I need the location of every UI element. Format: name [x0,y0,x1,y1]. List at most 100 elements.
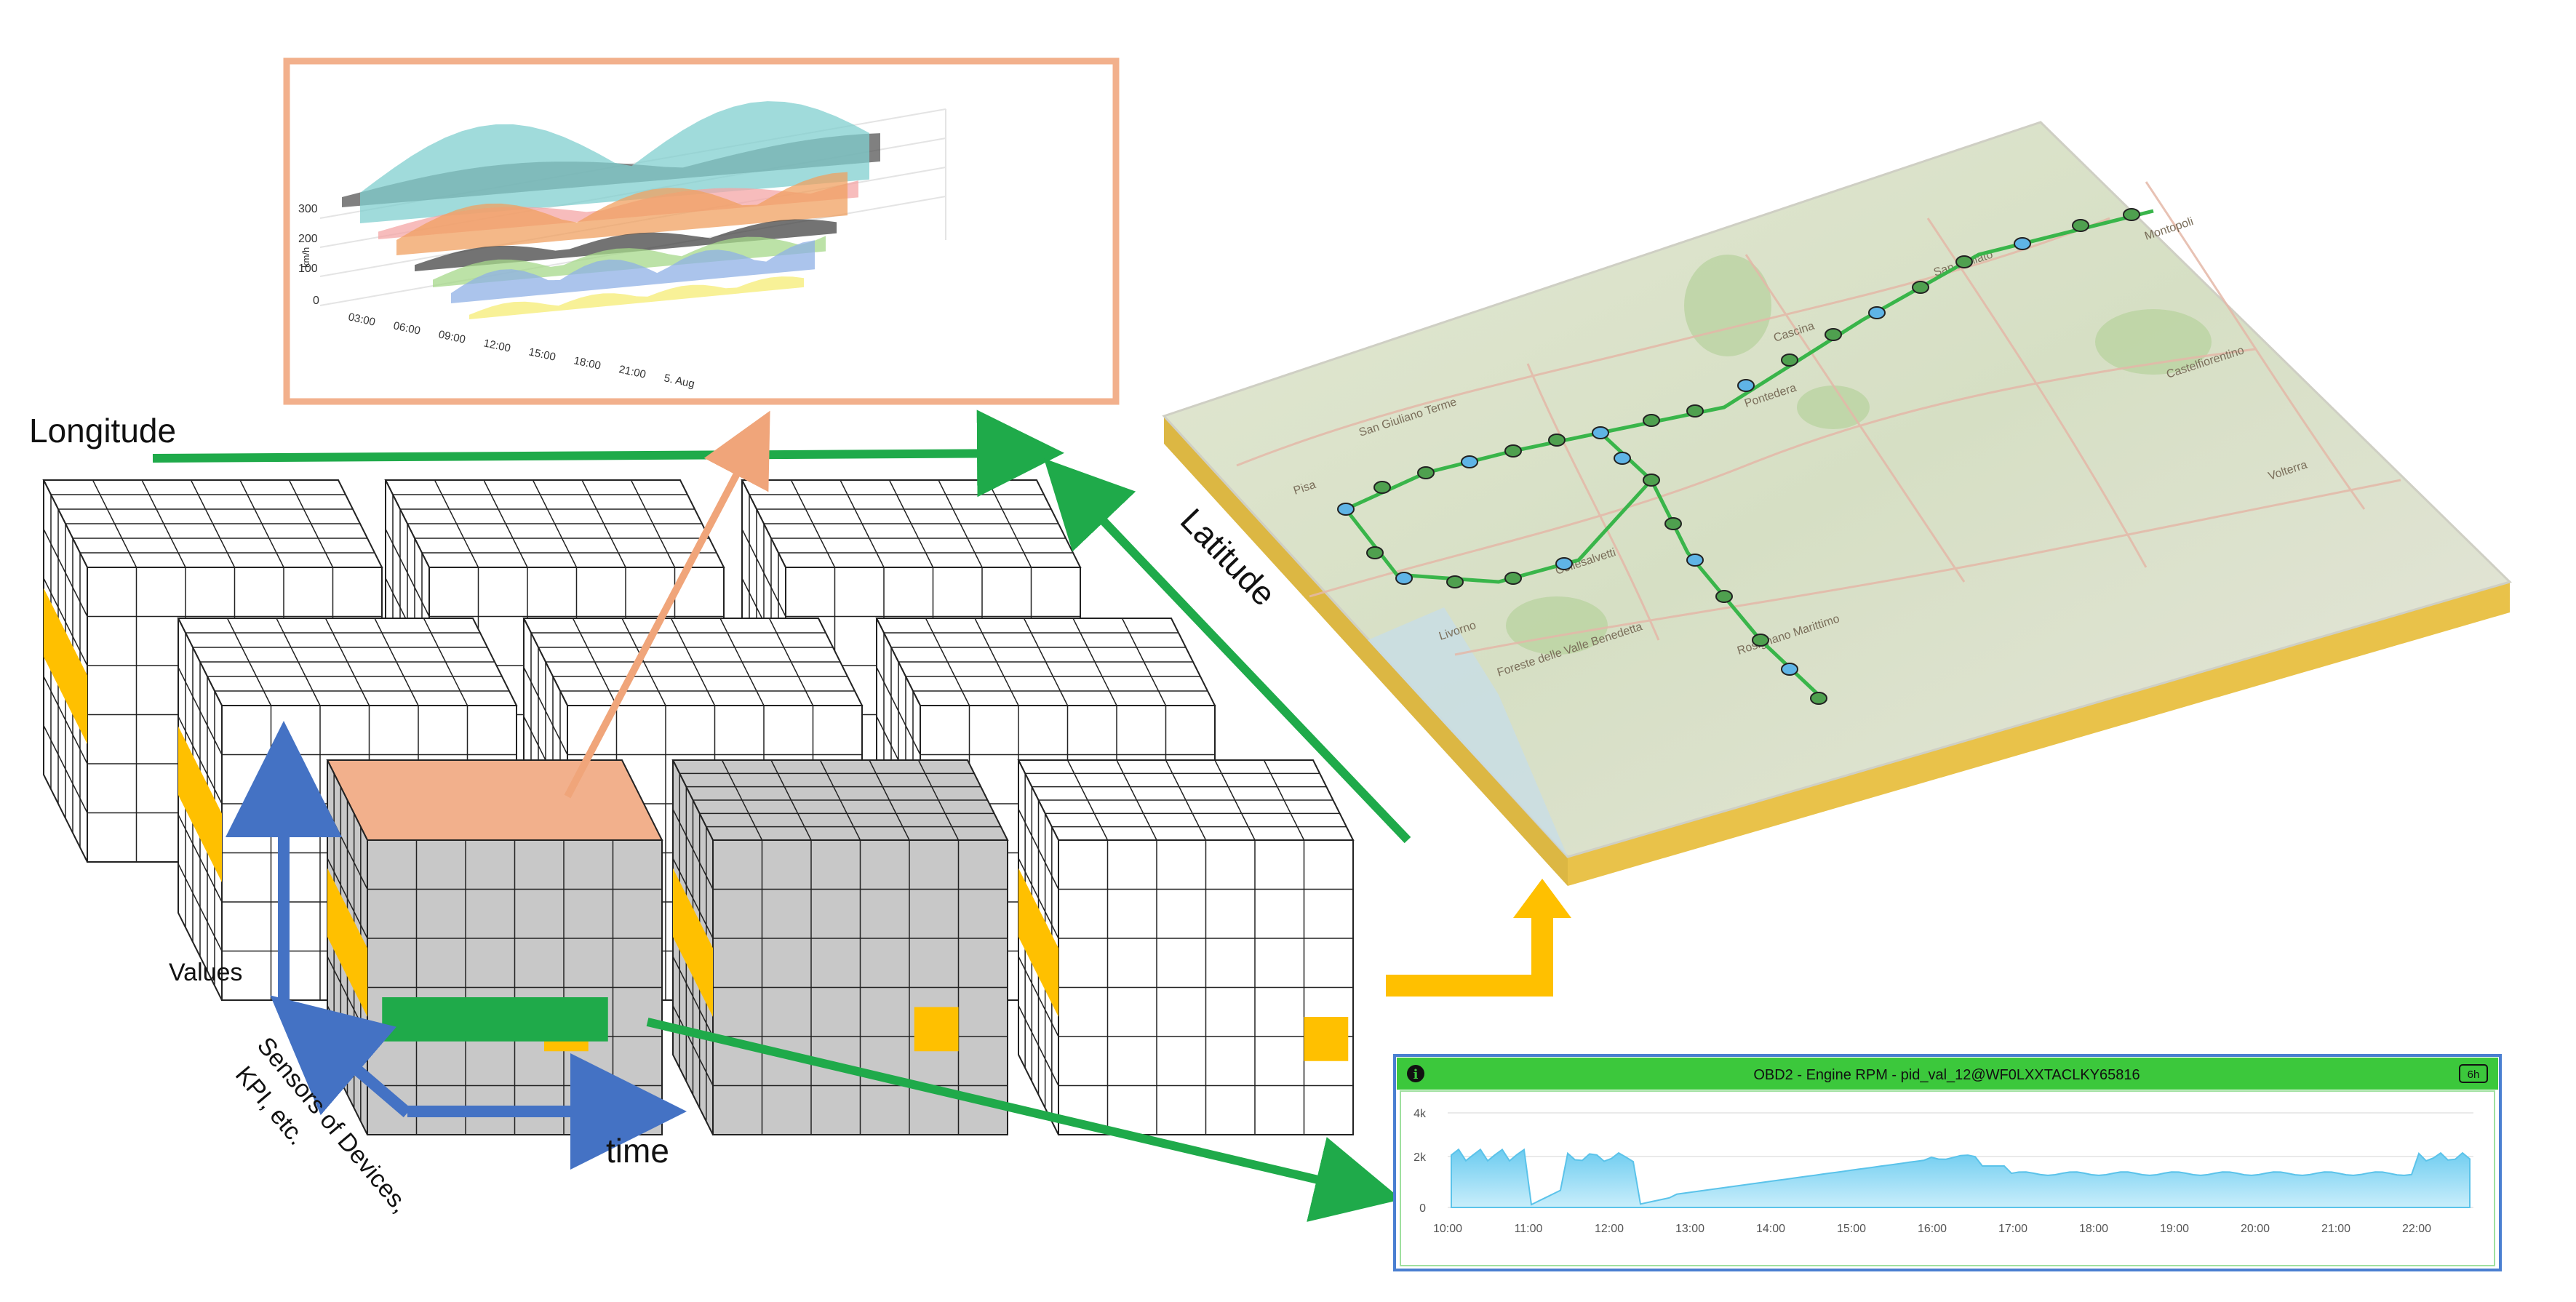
data-cubes [42,479,1355,1135]
time-label: time [606,1132,669,1170]
rpm-link-arrow [646,1018,1402,1222]
map-road [1454,479,2401,656]
vehicle-track-markers [1337,208,2140,705]
series-ribbon [396,172,848,255]
y-tick-label: 300 [298,203,318,215]
rpm-x-tick: 11:00 [1515,1223,1543,1235]
map-slab-left-edge [1164,416,1568,886]
track-marker [1825,328,1842,341]
track-marker [2014,237,2031,250]
cube-front-grey [671,759,1009,1135]
info-icon [1407,1065,1424,1082]
map-road [1744,254,1966,583]
yellow-slice [44,588,87,744]
rpm-y-tick: 4k [1413,1108,1427,1120]
track-marker [2123,208,2140,221]
sensors-axis-arrow [270,995,412,1118]
rpm-title: OBD2 - Engine RPM - pid_val_12@WF0LXXTAC… [1753,1067,2140,1083]
track-marker [1373,481,1391,494]
track-marker [1912,281,1929,294]
info-icon-glyph: i [1413,1067,1419,1082]
range-badge[interactable] [2459,1064,2488,1083]
values-label: Values [169,959,242,986]
track-marker [1715,590,1733,603]
y-tick-label: 0 [313,295,319,307]
track-marker [1504,444,1522,458]
rpm-y-tick: 0 [1419,1202,1426,1215]
map-slab-right-edge [1568,582,2510,886]
rpm-x-tick: 18:00 [2079,1223,2108,1235]
track-marker [1337,503,1355,516]
rpm-chart-panel: i OBD2 - Engine RPM - pid_val_12@WF0LXXT… [1393,1054,2502,1271]
rpm-x-tick: 19:00 [2160,1223,2189,1235]
track-marker [1504,572,1522,585]
series-ribbon [360,101,869,223]
track-marker [1461,455,1478,468]
range-badge-label: 6h [2468,1069,2480,1081]
rpm-x-tick: 15:00 [1837,1223,1866,1235]
series-ribbon [415,219,837,271]
map-place-label: Montopoli [2143,215,2195,243]
series-ribbon [469,276,804,319]
rpm-x-tick: 12:00 [1595,1223,1624,1235]
map-surface [1162,121,2512,858]
track-marker [1643,474,1660,487]
cube-front-white [1017,759,1355,1135]
map-link-arrowhead [1513,879,1571,918]
track-marker [1686,404,1704,418]
track-marker [1592,426,1609,439]
y-unit-label: km/h [300,247,311,268]
track-marker [1614,452,1631,465]
rpm-x-tick: 10:00 [1433,1223,1462,1235]
y-tick-label: 200 [298,233,318,245]
track-marker [1868,306,1886,319]
track-marker [1781,663,1798,676]
track-marker [1555,557,1573,570]
map-road [1309,348,2256,598]
yellow-slice [673,868,713,1017]
map-road [1526,363,1660,641]
rpm-x-tick: 20:00 [2241,1223,2270,1235]
rpm-x-tick: 21:00 [2321,1223,2350,1235]
rpm-title-bar [1397,1058,2498,1090]
rpm-y-tick: 2k [1413,1151,1427,1164]
rpm-x-tick: 16:00 [1918,1223,1947,1235]
longitude-arrow [152,410,1064,498]
track-marker [1781,354,1798,367]
track-marker [1752,634,1769,647]
cube-top-face [326,759,663,841]
track-marker [1446,575,1464,588]
cube-front-selected [326,759,663,1135]
map-slab: San Giuliano TermePisaCascinaPontederaCo… [1162,121,2512,886]
longitude-label: Longitude [29,412,176,450]
rpm-x-axis: 10:00 11:00 12:00 13:00 14:00 15:00 16:00 17:00… [1433,1223,2431,1235]
track-marker [1664,517,1682,530]
arrows [152,410,1571,1222]
map-road [2145,181,2366,510]
yellow-slice [327,868,367,1017]
orange-link-arrow [564,410,770,799]
track-marker [1810,692,1827,705]
rpm-x-tick: 14:00 [1756,1223,1785,1235]
track-marker [1395,572,1413,585]
track-marker [1366,546,1384,559]
track-marker [2072,219,2089,232]
map-sea [1368,607,1568,857]
track-marker [1737,379,1755,392]
series-ribbon [451,240,815,303]
latitude-arrow [1043,458,1411,844]
rpm-area [1451,1148,2471,1208]
chart-ribbons [342,101,880,319]
track-marker [1955,255,1973,268]
yellow-slice [178,726,222,882]
rpm-x-tick: 17:00 [1998,1223,2027,1235]
yellow-cell [914,1007,959,1052]
track-marker [1417,466,1435,479]
chart-y-axis: 300 200 100 0 km/h [298,203,319,307]
map-link-arrow [1386,915,1553,997]
rpm-x-tick: 13:00 [1675,1223,1704,1235]
track-marker [1548,434,1566,447]
yellow-slice [1018,868,1058,1017]
